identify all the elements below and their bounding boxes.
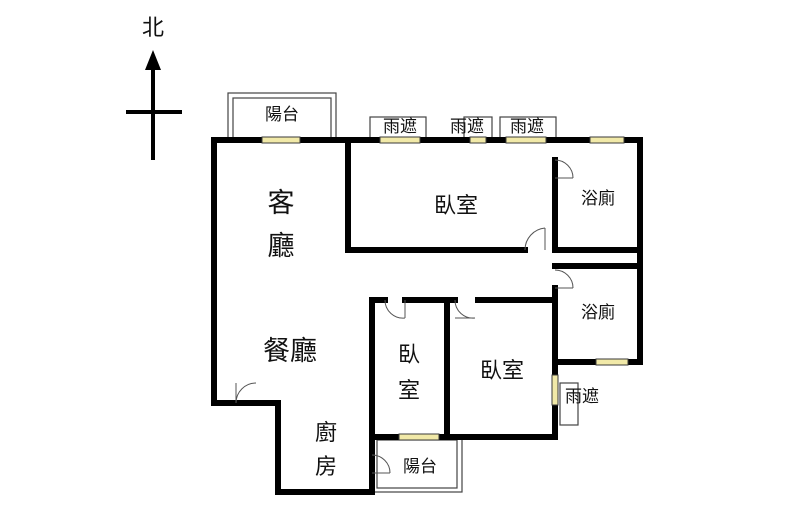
interior-walls: [345, 137, 643, 440]
awning-3-label: 雨遮: [510, 117, 544, 137]
windows: [261, 136, 629, 441]
awning-1-label: 雨遮: [383, 117, 417, 137]
bathroom-top-label: 浴廁: [581, 188, 615, 209]
master-bedroom-label: 臥室: [434, 194, 478, 219]
dining-room-label: 餐廳: [263, 336, 317, 367]
north-arrow-icon: [126, 50, 182, 160]
balcony-top-inner: [232, 97, 332, 139]
awning-2-label: 雨遮: [450, 117, 484, 137]
balcony-bottom-label: 陽台: [403, 457, 437, 477]
kitchen-label-2: 房: [315, 455, 337, 480]
north-label: 北: [142, 16, 164, 41]
living-room-label-2: 廳: [268, 231, 295, 262]
balcony-top-label: 陽台: [265, 105, 299, 125]
kitchen-label-1: 廚: [315, 421, 337, 446]
living-room-label-1: 客: [268, 188, 295, 219]
middle-bedroom-label: 臥室: [480, 359, 524, 384]
balcony-bottom-inner: [376, 439, 458, 489]
bathroom-bottom-label: 浴廁: [581, 302, 615, 323]
small-bedroom-label-1: 臥: [398, 343, 420, 368]
awning-4-box: [559, 382, 579, 426]
door-swings: [235, 159, 574, 474]
small-bedroom-label-2: 室: [398, 379, 420, 404]
awning-4-label: 雨遮: [565, 387, 599, 407]
